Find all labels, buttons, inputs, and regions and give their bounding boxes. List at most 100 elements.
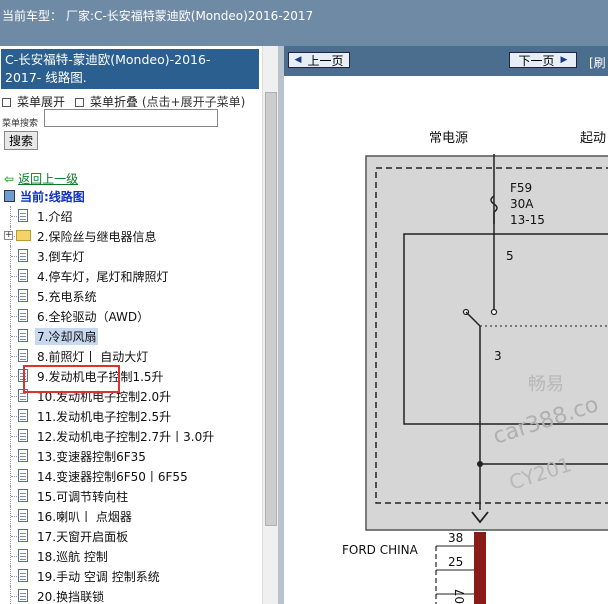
triangle-left-icon: ◀	[294, 55, 302, 65]
tree-item[interactable]: 11.发动机电子控制2.5升	[0, 406, 262, 426]
document-icon	[18, 469, 28, 482]
tree-item-label[interactable]: 6.全轮驱动（AWD）	[37, 310, 150, 324]
document-icon	[18, 589, 28, 602]
scrollbar-thumb[interactable]	[265, 92, 277, 526]
tree-item-label[interactable]: 15.可调节转向柱	[37, 490, 129, 504]
refresh-link[interactable]: [刷	[589, 56, 606, 70]
document-icon	[18, 429, 28, 442]
current-node-label: 当前:线路图	[20, 190, 85, 204]
tree-item[interactable]: 19.手动 空调 控制系统	[0, 566, 262, 586]
search-button[interactable]: 搜索	[4, 131, 38, 150]
tree-item-label[interactable]: 13.变速器控制6F35	[37, 450, 146, 464]
tree-item[interactable]: 15.可调节转向柱	[0, 486, 262, 506]
expand-checkbox-icon[interactable]	[2, 98, 11, 107]
diagram-viewer: ◀ 上一页 下一页 ▶ [刷	[284, 46, 608, 604]
connector-label: FORD CHINA	[342, 543, 419, 557]
document-icon	[18, 309, 28, 322]
back-link-label: 返回上一级	[18, 172, 79, 186]
tree-item-label[interactable]: 14.变速器控制6F50丨6F55	[37, 470, 188, 484]
tree-item[interactable]: 3.倒车灯	[0, 246, 262, 266]
fuse-symbol	[490, 195, 498, 213]
computer-icon	[4, 190, 15, 202]
tree-item-label[interactable]: 2.保险丝与继电器信息	[37, 230, 157, 244]
menu-expand-link[interactable]: 菜单展开	[17, 95, 66, 109]
sidebar: C-长安福特-蒙迪欧(Mondeo)-2016- 2017- 线路图. 菜单展开…	[0, 46, 278, 604]
folder-icon	[16, 230, 31, 241]
tree-item[interactable]: 20.换挡联锁	[0, 586, 262, 604]
tree-item-label[interactable]: 4.停车灯，尾灯和牌照灯	[37, 270, 169, 284]
tree-item-label[interactable]: 3.倒车灯	[37, 250, 85, 264]
tree-item-label[interactable]: 18.巡航 控制	[37, 550, 108, 564]
watermark-1: 畅易	[528, 374, 564, 395]
tree-item-label[interactable]: 11.发动机电子控制2.5升	[37, 410, 172, 424]
expand-plus-icon[interactable]: +	[4, 230, 13, 240]
pin-3: 3	[494, 349, 502, 363]
selection-highlight-box	[23, 365, 120, 393]
tree-item[interactable]: 7.冷却风扇	[0, 326, 262, 346]
document-icon	[18, 529, 28, 542]
tree-item-label[interactable]: 5.充电系统	[37, 290, 97, 304]
sidebar-scrollbar[interactable]	[262, 46, 279, 604]
tree-item[interactable]: 5.充电系统	[0, 286, 262, 306]
tree-item[interactable]: 1.介绍	[0, 206, 262, 226]
prev-page-button[interactable]: ◀ 上一页	[288, 52, 350, 68]
collapse-checkbox-icon[interactable]	[75, 98, 85, 107]
next-page-button[interactable]: 下一页 ▶	[509, 52, 577, 68]
tree-item[interactable]: 16.喇叭丨 点烟器	[0, 506, 262, 526]
tree-item-label[interactable]: 9.发动机电子控制1.5升	[37, 370, 164, 384]
wire-code: 07	[453, 589, 467, 604]
tree-item-label[interactable]: 1.介绍	[37, 210, 73, 224]
relay-box	[403, 233, 608, 425]
fuse-pins: 13-15	[510, 213, 545, 227]
sidebar-title-line2: 2017- 线路图.	[5, 70, 87, 85]
document-icon	[18, 569, 28, 582]
tree-item[interactable]: 10.发动机电子控制2.0升	[0, 386, 262, 406]
panel-divider[interactable]	[278, 46, 284, 604]
back-link[interactable]: ⇦返回上一级	[4, 170, 78, 187]
label-power: 常电源	[429, 131, 468, 146]
tree-item[interactable]: 18.巡航 控制	[0, 546, 262, 566]
tree-item-label[interactable]: 20.换挡联锁	[37, 590, 105, 604]
tree-item[interactable]: +2.保险丝与继电器信息	[0, 226, 262, 246]
document-icon	[18, 449, 28, 462]
document-icon	[18, 289, 28, 302]
document-icon	[18, 329, 28, 342]
tree-item[interactable]: 8.前照灯丨 自动大灯	[0, 346, 262, 366]
tree-item[interactable]: 13.变速器控制6F35	[0, 446, 262, 466]
tree-item-label[interactable]: 16.喇叭丨 点烟器	[37, 510, 132, 524]
sidebar-title-line1: C-长安福特-蒙迪欧(Mondeo)-2016-	[5, 52, 211, 67]
document-icon	[18, 349, 28, 362]
tree-item-label[interactable]: 19.手动 空调 控制系统	[37, 570, 160, 584]
pin-38: 38	[448, 531, 463, 545]
next-page-label: 下一页	[518, 53, 555, 68]
current-node: 当前:线路图	[4, 188, 85, 205]
menu-hint: (点击+展开子菜单)	[141, 95, 246, 109]
document-icon	[18, 509, 28, 522]
tree-item[interactable]: 4.停车灯，尾灯和牌照灯	[0, 266, 262, 286]
current-vehicle: 当前车型：厂家:C-长安福特蒙迪欧(Mondeo)2016-2017	[2, 7, 317, 24]
tree-item[interactable]: 17.天窗开启面板	[0, 526, 262, 546]
menu-controls: 菜单展开 菜单折叠 (点击+展开子菜单)	[2, 93, 245, 110]
back-arrow-icon: ⇦	[4, 172, 15, 186]
prev-page-label: 上一页	[307, 53, 344, 68]
tree-item[interactable]: 6.全轮驱动（AWD）	[0, 306, 262, 326]
pin-5: 5	[506, 249, 514, 263]
document-icon	[18, 549, 28, 562]
menu-collapse-link[interactable]: 菜单折叠	[90, 95, 139, 109]
tree-item[interactable]: 12.发动机电子控制2.7升丨3.0升	[0, 426, 262, 446]
tree-item-label[interactable]: 8.前照灯丨 自动大灯	[37, 350, 149, 364]
document-icon	[18, 409, 28, 422]
triangle-right-icon: ▶	[560, 55, 568, 65]
tree-item[interactable]: 14.变速器控制6F50丨6F55	[0, 466, 262, 486]
relay-switch	[465, 311, 481, 327]
document-icon	[18, 249, 28, 262]
tree-item-label[interactable]: 10.发动机电子控制2.0升	[37, 390, 172, 404]
tree-item-label[interactable]: 12.发动机电子控制2.7升丨3.0升	[37, 430, 215, 444]
menu-search-input[interactable]	[44, 109, 218, 127]
current-vehicle-label: 当前车型：	[2, 9, 63, 23]
viewer-toolbar: ◀ 上一页 下一页 ▶ [刷	[284, 46, 608, 76]
tree-item-label[interactable]: 17.天窗开启面板	[37, 530, 129, 544]
tree-item-label[interactable]: 7.冷却风扇	[35, 328, 99, 345]
document-icon	[18, 209, 28, 222]
document-icon	[18, 269, 28, 282]
